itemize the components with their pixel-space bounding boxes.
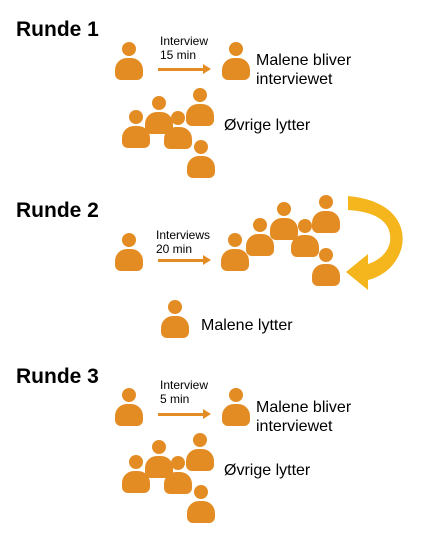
- person-icon: [270, 202, 298, 240]
- round3-arrow-label-1: Interview: [160, 378, 209, 392]
- round3-interviewee-line2: interviewet: [256, 418, 333, 435]
- round1-arrow-label-1: Interview: [160, 34, 209, 48]
- arrow-right-icon: [158, 64, 211, 74]
- person-icon: [187, 485, 215, 523]
- round3-interviewee-line1: Malene bliver: [256, 399, 352, 416]
- round1-title: Runde 1: [16, 18, 99, 41]
- person-icon: [312, 248, 340, 286]
- person-icon: [115, 388, 143, 426]
- person-icon: [186, 433, 214, 471]
- person-icon: [145, 96, 173, 134]
- person-icon: [161, 300, 189, 338]
- person-icon: [222, 42, 250, 80]
- round2-arrow-label-2: 20 min: [156, 242, 193, 256]
- round3-arrow-label-2: 5 min: [160, 392, 190, 406]
- round1-arrow-label-2: 15 min: [160, 48, 197, 62]
- person-icon: [145, 440, 173, 478]
- person-icon: [164, 111, 192, 149]
- person-icon: [122, 455, 150, 493]
- person-icon: [222, 388, 250, 426]
- person-icon: [115, 233, 143, 271]
- person-icon: [164, 456, 192, 494]
- round3-title: Runde 3: [16, 365, 99, 388]
- round1-listeners: Øvrige lytter: [224, 117, 311, 134]
- arrow-right-icon: [158, 409, 211, 419]
- person-icon: [291, 219, 319, 257]
- person-icon: [246, 218, 274, 256]
- person-icon: [221, 233, 249, 271]
- person-icon: [187, 140, 215, 178]
- round2-listener: Malene lytter: [201, 317, 293, 334]
- round2-title: Runde 2: [16, 199, 99, 222]
- person-icon: [115, 42, 143, 80]
- round1-interviewee-line2: interviewet: [256, 71, 333, 88]
- round1-interviewee-line1: Malene bliver: [256, 52, 352, 69]
- person-icon: [186, 88, 214, 126]
- person-icon: [312, 195, 340, 233]
- round3-listeners: Øvrige lytter: [224, 462, 311, 479]
- person-icon: [122, 110, 150, 148]
- round2-arrow-label-1: Interviews: [156, 228, 211, 242]
- curved-arrow-icon: [346, 196, 403, 290]
- arrow-right-icon: [158, 255, 211, 265]
